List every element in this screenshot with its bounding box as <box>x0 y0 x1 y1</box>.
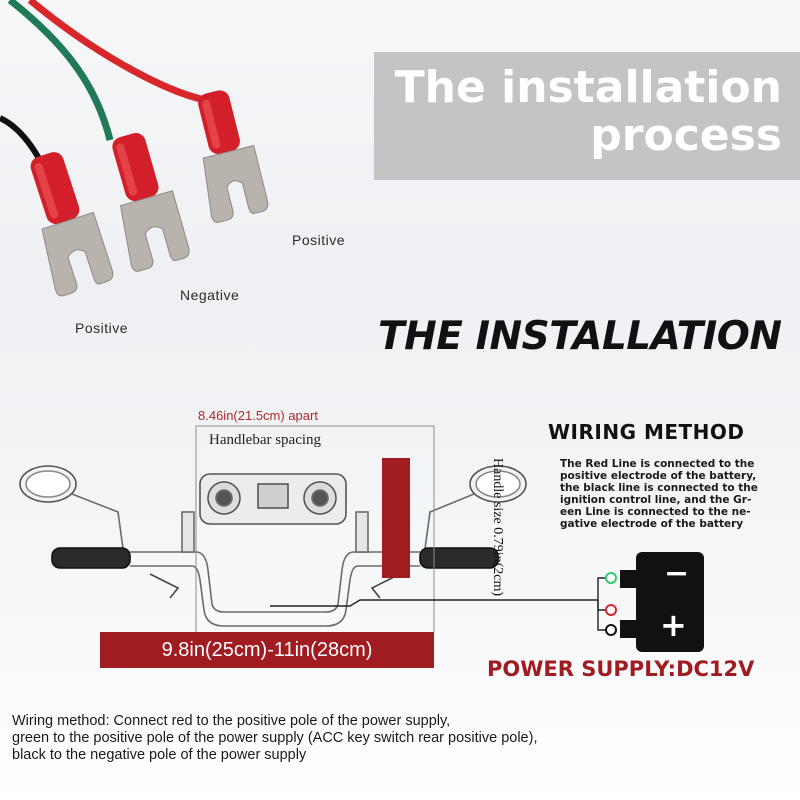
spade-terminal-icon <box>198 90 269 223</box>
wiring-desc-line: ignition control line, and the Gr- <box>560 494 752 506</box>
handle-size-label: Handle size 0.79in(2cm) <box>490 458 505 597</box>
wiring-method-title: WIRING METHOD <box>548 420 745 444</box>
wiring-method-description: The Red Line is connected to the positiv… <box>560 458 764 530</box>
terminal-label-right: Positive <box>292 232 346 248</box>
handlebar-width-banner: 9.8in(25cm)-11in(28cm) <box>100 632 434 668</box>
handlebar-spacing-value: 8.46in(21.5cm) apart <box>198 408 318 423</box>
wiring-desc-line: een Line is connected to the ne- <box>560 506 751 518</box>
wiring-desc-line: gative electrode of the battery <box>560 518 744 530</box>
terminal-label-middle: Negative <box>180 287 240 303</box>
handle-size-bar <box>382 458 410 578</box>
battery-plus-sign: + <box>660 606 687 644</box>
title-line-2: process <box>590 110 782 161</box>
red-wire <box>27 0 206 104</box>
title-banner: The installation process <box>374 52 800 180</box>
wiring-desc-line: The Red Line is connected to the <box>560 458 755 470</box>
handlebar-spacing-caption: Handlebar spacing <box>209 432 322 448</box>
title-line-1: The installation <box>394 62 782 113</box>
section-heading: THE INSTALLATION <box>378 314 782 359</box>
note-line: green to the positive pole of the power … <box>12 730 538 746</box>
spade-terminal-icon <box>30 152 114 297</box>
wiring-notes: Wiring method: Connect red to the positi… <box>12 713 537 764</box>
green-wire <box>7 0 114 141</box>
wiring-desc-line: positive electrode of the battery, <box>560 470 757 482</box>
battery-icon <box>605 552 704 652</box>
wiring-desc-line: the black line is connected to the <box>560 482 758 494</box>
power-supply-label: POWER SUPPLY:DC12V <box>487 657 755 681</box>
note-line: Wiring method: Connect red to the positi… <box>12 713 451 729</box>
spade-terminal-icon <box>112 132 190 272</box>
motorcycle-handlebar-icon <box>19 425 606 632</box>
terminal-label-left: Positive <box>75 320 129 336</box>
note-line: black to the negative pole of the power … <box>12 747 307 763</box>
wires <box>0 0 206 170</box>
battery-minus-sign: − <box>664 556 690 591</box>
